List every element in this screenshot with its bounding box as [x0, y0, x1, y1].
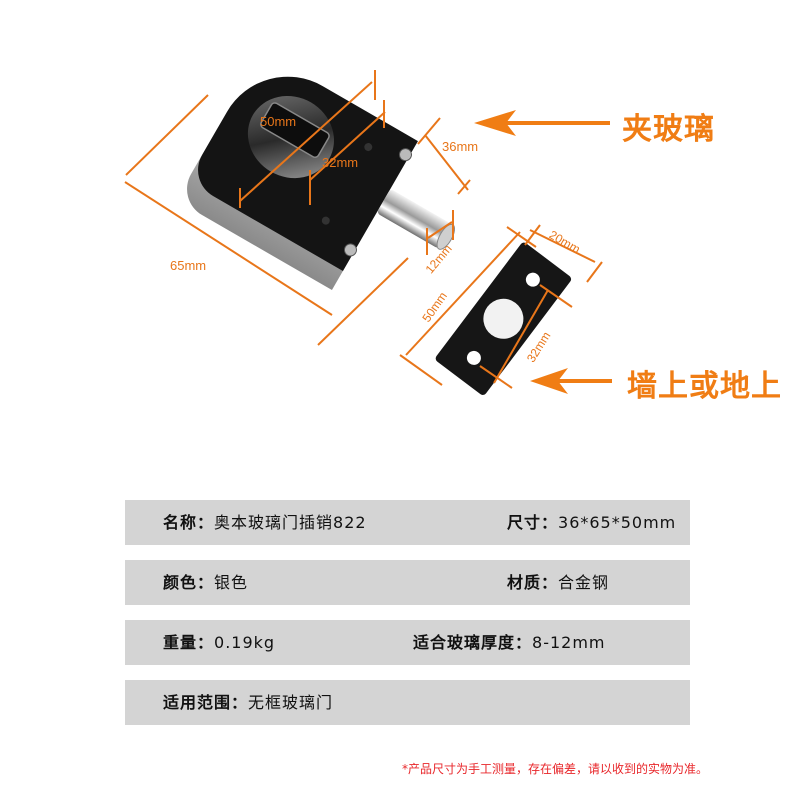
spec-label: 适用范围： — [163, 693, 249, 712]
spec-value: 奥本玻璃门插销822 — [214, 513, 367, 532]
spec-value: 8-12mm — [532, 633, 606, 652]
lock-diagram — [124, 70, 612, 395]
spec-label: 尺寸： — [507, 513, 559, 532]
strike-plate — [435, 242, 572, 395]
callout-arrows — [474, 110, 612, 394]
spec-value: 合金钢 — [558, 573, 610, 592]
spec-row-color-material: 颜色：银色 材质：合金钢 — [125, 560, 690, 605]
lock-length-label: 65mm — [170, 258, 207, 273]
spec-label: 适合玻璃厚度： — [413, 633, 533, 652]
spec-scope: 适用范围：无框玻璃门 — [163, 680, 333, 725]
glass-clamp-callout: 夹玻璃 — [622, 112, 715, 147]
spec-weight: 重量：0.19kg — [163, 620, 275, 665]
spec-value: 无框玻璃门 — [248, 693, 334, 712]
lock-body — [187, 76, 456, 291]
spec-name: 名称：奥本玻璃门插销822 — [163, 500, 367, 545]
body-depth-label: 36mm — [442, 139, 479, 154]
spec-label: 重量： — [163, 633, 215, 652]
plate-dimension-lines — [399, 224, 603, 389]
product-illustration: 夹玻璃 墙上或地上 65mm 50mm 32mm 36mm 12mm 20mm … — [124, 70, 782, 404]
spec-row-scope: 适用范围：无框玻璃门 — [125, 680, 690, 725]
spec-material: 材质：合金钢 — [507, 560, 609, 605]
spec-value: 0.19kg — [214, 633, 276, 652]
spec-row-name-size: 名称：奥本玻璃门插销822 尺寸：36*65*50mm — [125, 500, 690, 545]
hole-spacing-label: 32mm — [322, 155, 359, 170]
wall-floor-callout: 墙上或地上 — [627, 369, 782, 404]
spec-size: 尺寸：36*65*50mm — [507, 500, 676, 545]
spec-value: 36*65*50mm — [558, 513, 677, 532]
spec-value: 银色 — [214, 573, 249, 592]
spec-label: 材质： — [507, 573, 559, 592]
measurement-disclaimer: *产品尺寸为手工测量，存在偏差，请以收到的实物为准。 — [402, 762, 709, 776]
spec-label: 颜色： — [163, 573, 215, 592]
spec-color: 颜色：银色 — [163, 560, 248, 605]
spec-row-weight-thickness: 重量：0.19kg 适合玻璃厚度：8-12mm — [125, 620, 690, 665]
lock-dimension-lines — [124, 70, 471, 346]
spec-label: 名称： — [163, 513, 215, 532]
spec-glass-thickness: 适合玻璃厚度：8-12mm — [413, 620, 606, 665]
knob-width-label: 50mm — [260, 114, 297, 129]
